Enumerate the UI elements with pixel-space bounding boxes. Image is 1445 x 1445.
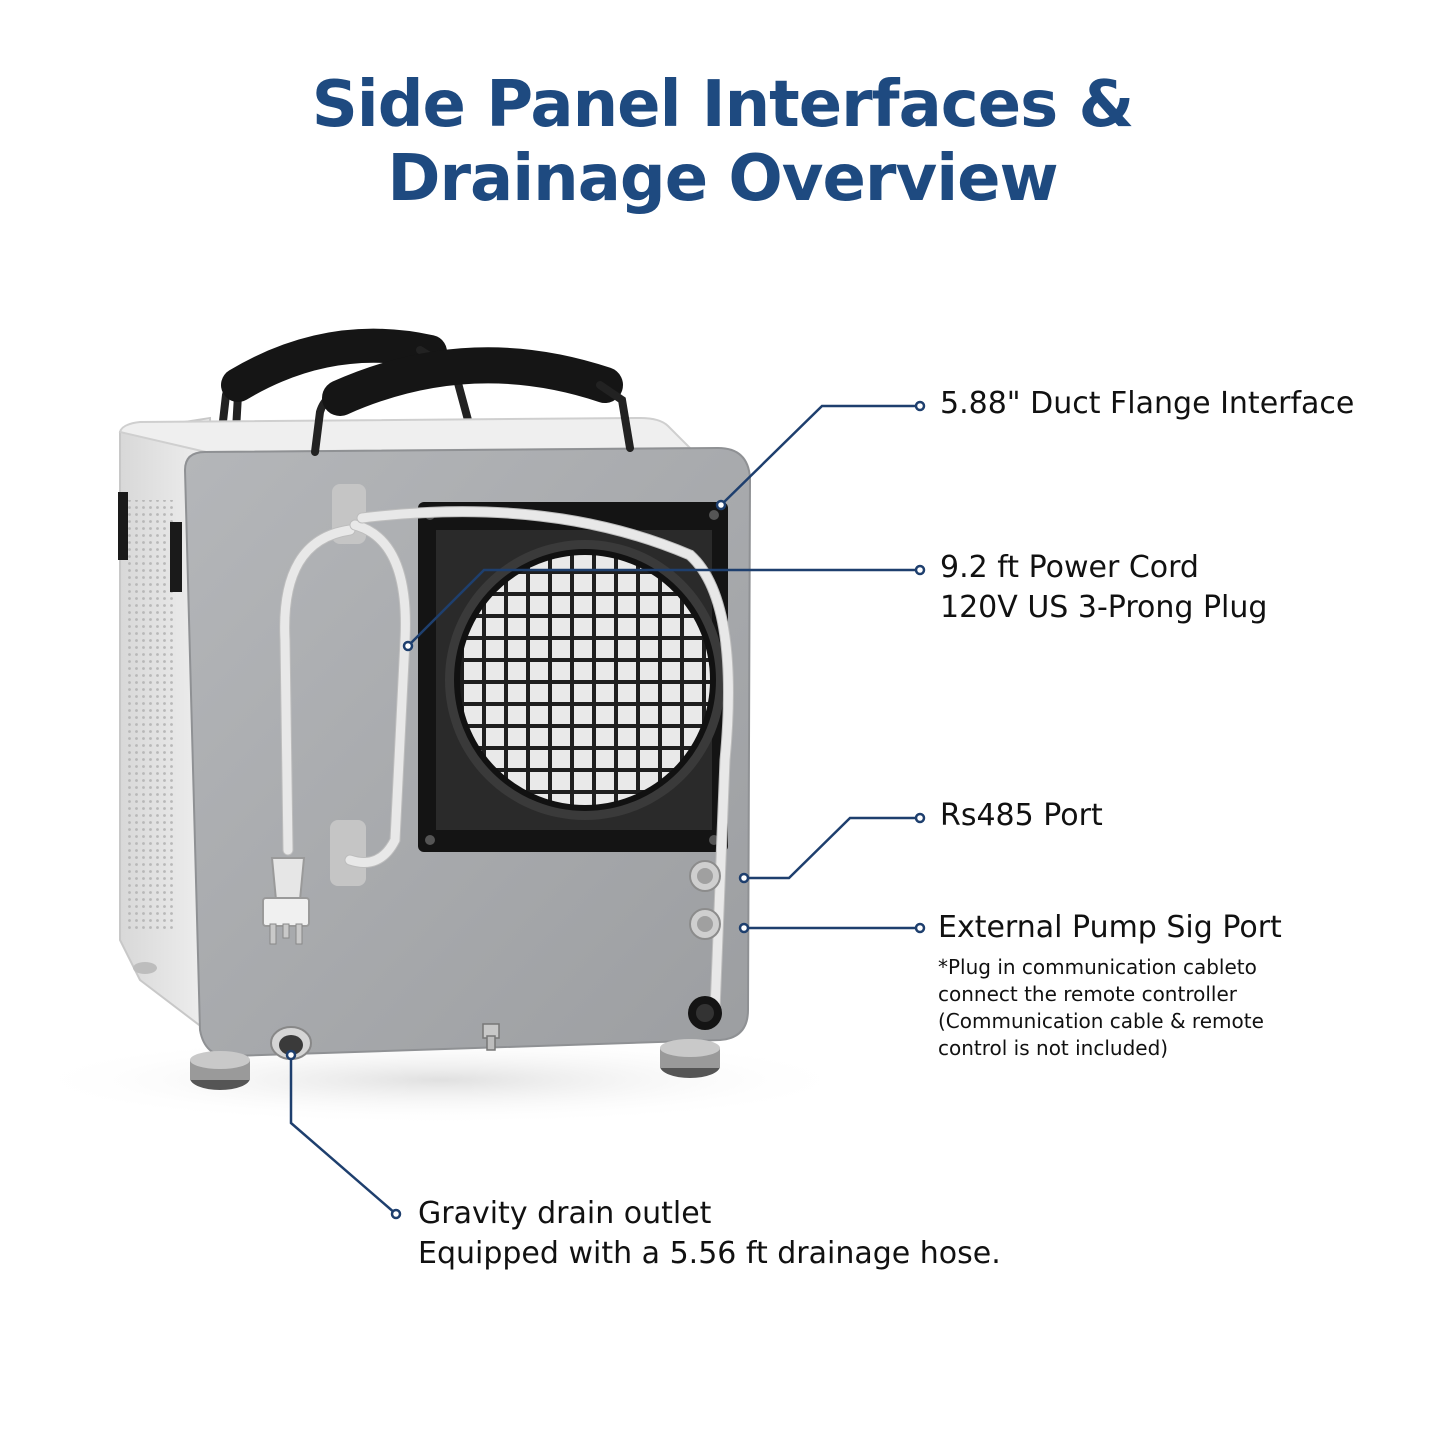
unit-top-body [118,416,693,454]
callout-cord-line-2: 120V US 3-Prong Plug [940,590,1268,625]
callout-pump-label: External Pump Sig Port [938,910,1282,945]
carry-handle-front [311,347,634,456]
callout-pump-note-2: connect the remote controller [938,982,1237,1006]
leader-lines [289,404,920,1215]
callout-pump-note-1: *Plug in communication cableto [938,955,1257,979]
leader-rs485 [744,816,920,880]
leader-duct [720,404,920,506]
leader-drain [289,1055,397,1215]
side-latch-top [118,492,128,560]
callout-duct-flange: 5.88" Duct Flange Interface [940,384,1354,424]
callout-cord-line-1: 9.2 ft Power Cord [940,550,1199,585]
callout-pump-note-4: control is not included) [938,1036,1169,1060]
callout-rs485-label: Rs485 Port [940,798,1103,833]
title-line-2: Drainage Overview [387,142,1058,216]
power-plug [262,857,310,945]
page-title: Side Panel Interfaces & Drainage Overvie… [0,68,1445,216]
rs485-port [689,860,721,892]
duct-flange [418,502,728,852]
cord-clip-bottom [330,820,366,886]
callout-gravity-drain: Gravity drain outlet Equipped with a 5.5… [418,1194,1001,1274]
callout-drain-line-2: Equipped with a 5.56 ft drainage hose. [418,1236,1001,1271]
cord-grommet [688,996,722,1030]
side-perforation [128,500,176,930]
title-line-1: Side Panel Interfaces & [311,68,1135,142]
callout-pump-port: External Pump Sig Port *Plug in communic… [938,908,1282,1062]
callout-power-cord: 9.2 ft Power Cord 120V US 3-Prong Plug [940,548,1267,628]
power-cord [279,506,734,1016]
callout-pump-note-3: (Communication cable & remote [938,1009,1264,1033]
drain-valve [482,1023,500,1051]
side-latch-right [170,522,182,592]
callout-rs485-port: Rs485 Port [940,796,1103,836]
callout-drain-line-1: Gravity drain outlet [418,1196,712,1231]
external-pump-sig-port [689,908,721,940]
leader-dots [285,400,926,1220]
leader-cord [407,568,920,647]
callout-duct-label: 5.88" Duct Flange Interface [940,386,1355,421]
unit-feet [133,962,720,1090]
